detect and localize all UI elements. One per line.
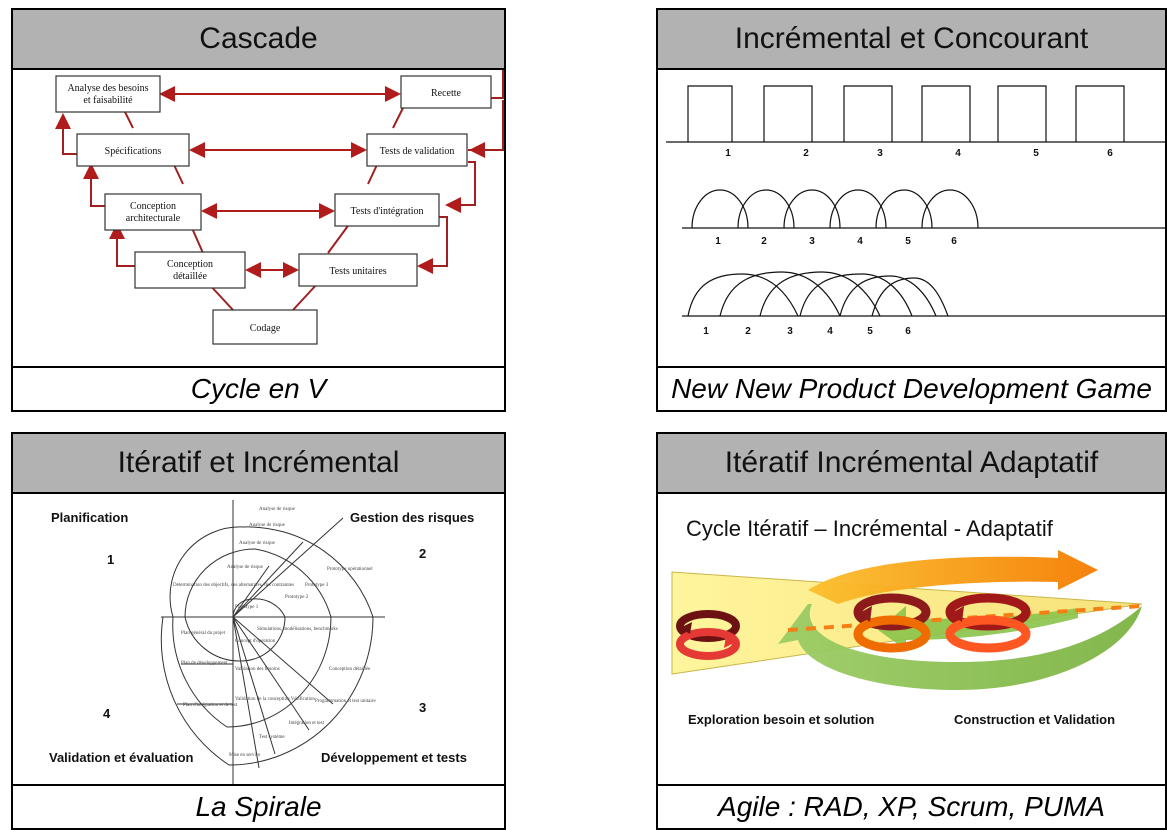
quadrant-risques-label: Gestion des risques [350, 510, 475, 525]
quadrant-3-number: 3 [419, 700, 427, 715]
agile-caption: Agile : RAD, XP, Scrum, PUMA [658, 784, 1165, 828]
spiral-label-validation-conception: Validation de la conception Vérification [235, 697, 315, 702]
spiral-label-validation-besoins: Validation des besoins [235, 667, 280, 672]
incremental-panel: Incrémental et Concourant 1 2 3 4 5 6 [656, 8, 1167, 412]
agile-subtitle: Cycle Itératif – Incrémental - Adaptatif [686, 516, 1053, 541]
step-conception-arch-line2: architecturale [126, 213, 181, 224]
incremental-svg: 1 2 3 4 5 6 1 2 3 4 5 [666, 85, 1165, 337]
spiral-title: Itératif et Incrémental [13, 434, 504, 494]
step-analyse-line1: Analyse des besoins [67, 83, 148, 94]
spiral-svg: Analyse de risque Analyse de risque Anal… [160, 500, 385, 784]
spiral-label-risk-1: Analyse de risque [227, 565, 264, 570]
concurrent-num-1: 1 [703, 326, 709, 337]
cascade-panel: Cascade [11, 8, 506, 412]
agile-panel: Itératif Incrémental Adaptatif Cycle Ité… [656, 432, 1167, 830]
quadrant-4-number: 4 [103, 706, 111, 721]
spiral-label-plan-dev: Plan de développement [181, 661, 228, 666]
spiral-label-risk-2: Analyse de risque [239, 541, 276, 546]
spiral-label-risk-3: Analyse de risque [249, 523, 286, 528]
spiral-label-proto-3: Prototype 3 [305, 583, 329, 588]
step-conception-det-line1: Conception [167, 259, 213, 270]
step-tests-integration: Tests d'intégration [350, 206, 423, 217]
seq-num-2: 2 [803, 148, 809, 159]
seq-num-5: 5 [1033, 148, 1039, 159]
spiral-diagram: Analyse de risque Analyse de risque Anal… [13, 494, 504, 784]
spiral-label-risk-4: Analyse de risque [259, 507, 296, 512]
overlap-num-5: 5 [905, 236, 911, 247]
concurrent-num-2: 2 [745, 326, 751, 337]
agile-title: Itératif Incrémental Adaptatif [658, 434, 1165, 494]
agile-label-construction: Construction et Validation [954, 712, 1116, 727]
quadrant-planification-label: Planification [51, 510, 129, 525]
agile-label-exploration: Exploration besoin et solution [688, 712, 875, 727]
overlap-num-6: 6 [951, 236, 957, 247]
spiral-label-integration-test: Intégration et test [289, 721, 325, 726]
v-cycle-svg: Analyse des besoins et faisabilité Spéci… [55, 70, 504, 345]
overlap-num-1: 1 [715, 236, 721, 247]
spiral-label-conception-det: Conception détaillée [329, 667, 371, 672]
spiral-label-simulations: Simulations, modélisations, benchmarks [257, 627, 338, 632]
concurrent-num-6: 6 [905, 326, 911, 337]
spiral-label-proto-2: Prototype 2 [285, 595, 309, 600]
quadrant-validation-label: Validation et évaluation [49, 750, 194, 765]
cascade-title: Cascade [13, 10, 504, 70]
seq-num-4: 4 [955, 148, 961, 159]
quadrant-developpement-label: Développement et tests [321, 750, 467, 765]
spiral-label-proto-1: Prototype 1 [235, 605, 259, 610]
concurrent-num-5: 5 [867, 326, 873, 337]
spiral-panel: Itératif et Incrémental Analyse de risqu… [11, 432, 506, 830]
step-analyse-line2: et faisabilité [83, 95, 133, 106]
spiral-label-proto-op: Prototype opérationnel [327, 567, 373, 572]
cascade-caption: Cycle en V [13, 366, 504, 410]
spiral-label-concept: Concept d'opération [235, 639, 276, 644]
incremental-diagram: 1 2 3 4 5 6 1 2 3 4 5 [658, 70, 1165, 366]
step-conception-det-line2: détaillée [173, 271, 207, 282]
step-recette: Recette [431, 88, 462, 99]
seq-num-3: 3 [877, 148, 883, 159]
step-tests-unitaires: Tests unitaires [329, 266, 386, 277]
seq-num-1: 1 [725, 148, 731, 159]
spiral-caption: La Spirale [13, 784, 504, 828]
quadrant-2-number: 2 [419, 546, 427, 561]
spiral-label-objectifs: Détermination des objectifs, des alterna… [173, 583, 294, 588]
step-tests-validation: Tests de validation [380, 146, 455, 157]
step-codage: Codage [250, 323, 281, 334]
spiral-label-plan-general: Plan général du projet [181, 631, 226, 636]
overlap-num-3: 3 [809, 236, 815, 247]
quadrant-1-number: 1 [107, 552, 115, 567]
step-conception-arch-line1: Conception [130, 201, 176, 212]
incremental-title: Incrémental et Concourant [658, 10, 1165, 70]
concurrent-num-3: 3 [787, 326, 793, 337]
v-cycle-diagram: Analyse des besoins et faisabilité Spéci… [13, 70, 504, 366]
agile-diagram: Cycle Itératif – Incrémental - Adaptatif [658, 494, 1165, 784]
spiral-label-test-systeme: Test système [259, 735, 285, 740]
step-specifications: Spécifications [105, 146, 162, 157]
spiral-label-plan-integration: Plan d'intégration et de test [183, 703, 238, 708]
agile-svg [671, 550, 1143, 690]
incremental-caption: New New Product Development Game [658, 366, 1165, 410]
spiral-label-programmation: Programmation et test unitaire [315, 699, 376, 704]
seq-num-6: 6 [1107, 148, 1113, 159]
spiral-label-mise-en-service: Mise en service [229, 753, 261, 758]
concurrent-num-4: 4 [827, 326, 833, 337]
overlap-num-2: 2 [761, 236, 767, 247]
overlap-num-4: 4 [857, 236, 863, 247]
